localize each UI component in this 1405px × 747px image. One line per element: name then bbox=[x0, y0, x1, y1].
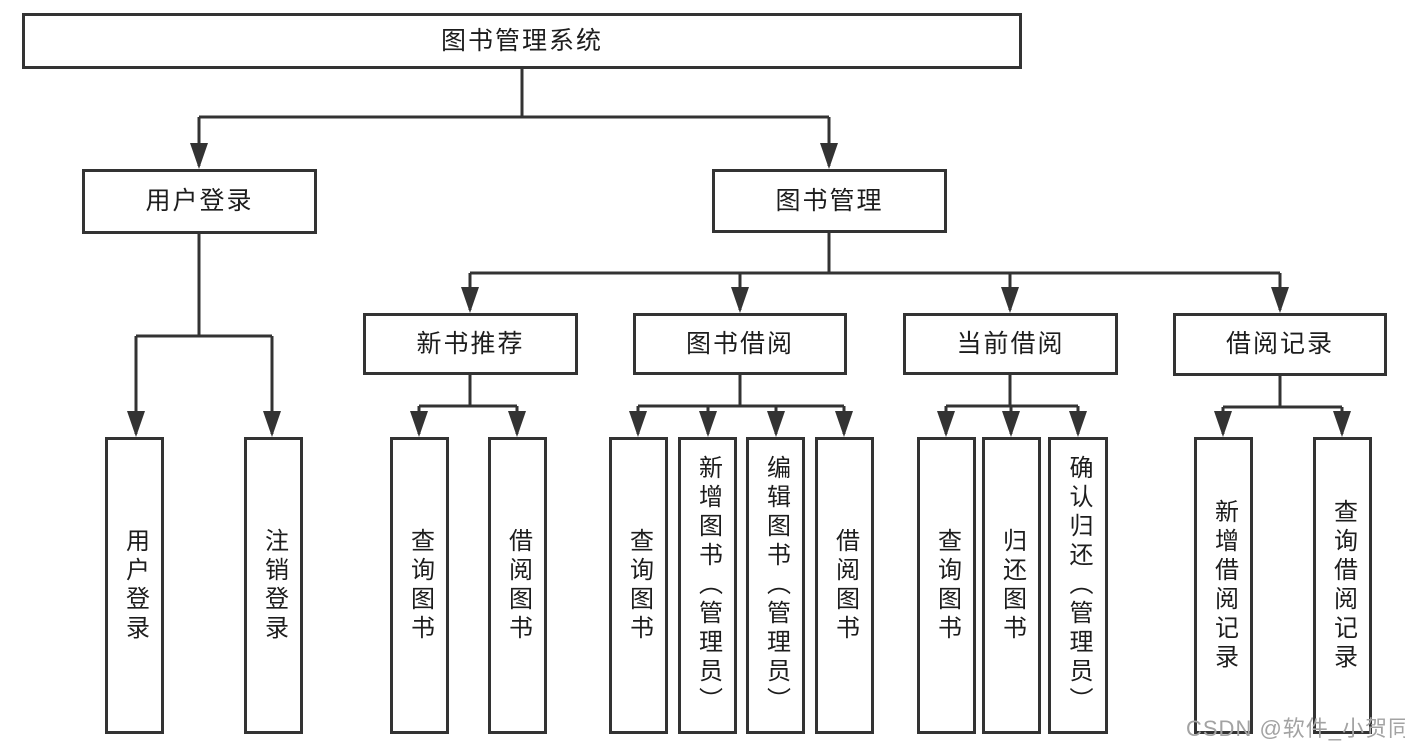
node-current-borrowing: 当前借阅 bbox=[903, 313, 1118, 375]
node-book-borrowing: 图书借阅 bbox=[633, 313, 847, 375]
leaf-borrow-books: 借阅图书 bbox=[815, 437, 874, 734]
leaf-user-login: 用户登录 bbox=[105, 437, 164, 734]
leaf-edit-books-admin: 编辑图书（管理员） bbox=[746, 437, 805, 734]
node-user-login: 用户登录 bbox=[82, 169, 317, 234]
leaf-query-borrow-record: 查询借阅记录 bbox=[1313, 437, 1372, 734]
csdn-watermark: CSDN @软件_小贺同学 bbox=[1186, 716, 1405, 741]
leaf-logout: 注销登录 bbox=[244, 437, 303, 734]
leaf-query-books-current: 查询图书 bbox=[917, 437, 976, 734]
node-library-system: 图书管理系统 bbox=[22, 13, 1022, 69]
leaf-query-books-borrow: 查询图书 bbox=[609, 437, 668, 734]
leaf-add-books-admin: 新增图书（管理员） bbox=[678, 437, 737, 734]
leaf-add-borrow-record: 新增借阅记录 bbox=[1194, 437, 1253, 734]
leaf-query-books-rec: 查询图书 bbox=[390, 437, 449, 734]
node-borrowing-records: 借阅记录 bbox=[1173, 313, 1387, 376]
leaf-return-books: 归还图书 bbox=[982, 437, 1041, 734]
leaf-confirm-return-admin: 确认归还（管理员） bbox=[1048, 437, 1108, 734]
leaf-borrow-books-rec: 借阅图书 bbox=[488, 437, 547, 734]
node-book-management: 图书管理 bbox=[712, 169, 947, 233]
node-new-book-recommendation: 新书推荐 bbox=[363, 313, 578, 375]
